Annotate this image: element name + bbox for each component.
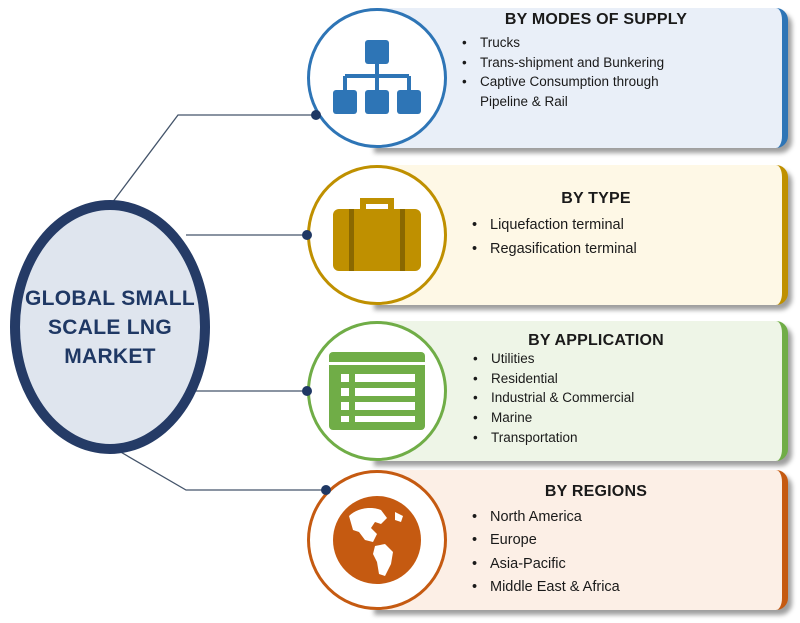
hierarchy-icon: [333, 40, 421, 114]
segment-box-type: BY TYPE Liquefaction terminal Regasifica…: [370, 165, 788, 305]
segment-title-application: BY APPLICATION: [528, 332, 664, 349]
list-item: Liquefaction terminal: [472, 213, 637, 237]
center-circle: GLOBAL SMALL SCALE LNG MARKET: [10, 200, 210, 454]
connector-dot-regions: [321, 485, 331, 495]
list-item: Captive Consumption through: [462, 72, 664, 92]
segment-list-application: Utilities Residential Industrial & Comme…: [473, 349, 634, 448]
list-item: Trucks: [462, 33, 664, 53]
list-item-continuation: Pipeline & Rail: [480, 93, 568, 109]
segment-title-supply: BY MODES OF SUPPLY: [504, 11, 688, 28]
list-item: Asia-Pacific: [472, 553, 620, 577]
segment-list-supply: Trucks Trans-shipment and Bunkering Capt…: [462, 33, 664, 111]
connector-dot-type: [302, 230, 312, 240]
connector-regions: [111, 446, 326, 491]
segment-list-type: Liquefaction terminal Regasification ter…: [472, 213, 637, 261]
briefcase-icon: [333, 198, 421, 271]
connector-supply: [111, 114, 316, 204]
icon-circle-type: [307, 165, 447, 305]
segment-title-regions: BY REGIONS: [544, 483, 648, 500]
connector-dot-application: [302, 386, 312, 396]
segment-list-regions: North America Europe Asia-Pacific Middle…: [472, 506, 620, 599]
list-item: North America: [472, 506, 620, 530]
list-item: Transportation: [473, 428, 634, 448]
list-item: Trans-shipment and Bunkering: [462, 53, 664, 73]
icon-circle-application: [307, 321, 447, 461]
segment-title-type: BY TYPE: [561, 190, 631, 207]
globe-icon: [333, 496, 421, 584]
list-item: Industrial & Commercial: [473, 388, 634, 408]
list-item: Utilities: [473, 349, 634, 369]
list-item: Middle East & Africa: [472, 576, 620, 600]
list-form-icon: [329, 352, 425, 430]
connector-dot-supply: [311, 110, 321, 120]
center-title: GLOBAL SMALL SCALE LNG MARKET: [24, 286, 196, 368]
icon-circle-supply: [307, 8, 447, 148]
icon-circle-regions: [307, 470, 447, 610]
list-item: Europe: [472, 529, 620, 553]
list-item: Marine: [473, 408, 634, 428]
list-item: Residential: [473, 369, 634, 389]
list-item: Regasification terminal: [472, 237, 637, 261]
